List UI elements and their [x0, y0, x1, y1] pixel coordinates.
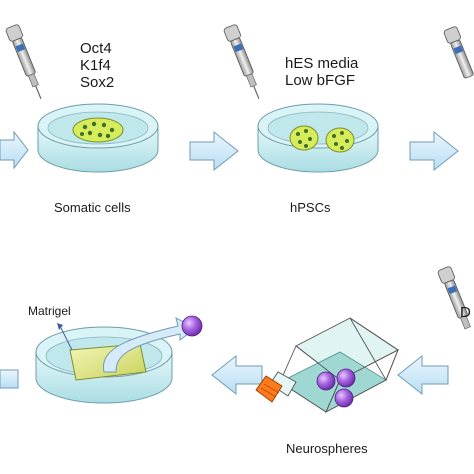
culture-flask: [269, 317, 399, 414]
petri-dish-somatic: [37, 103, 159, 173]
ips-colony-left: [289, 125, 319, 151]
flask-cap: [255, 375, 283, 403]
somatic-cells-label: Somatic cells: [54, 200, 131, 215]
flow-arrow-4: [397, 354, 449, 396]
flow-arrow-1: [189, 130, 239, 172]
flow-arrow-left-bottom: [0, 369, 19, 389]
neurosphere: [316, 371, 336, 391]
factor-label-sox2: Sox2: [80, 74, 115, 91]
hpscs-label: hPSCs: [290, 200, 331, 215]
matrigel-label: Matrigel: [28, 304, 71, 318]
factor-label-k1f4: K1f4: [80, 57, 111, 74]
pipette-icon: [443, 26, 474, 79]
flow-arrow-2: [409, 130, 459, 172]
cell-colony: [72, 117, 124, 143]
neurosphere: [181, 315, 203, 337]
neurosphere: [336, 368, 356, 388]
cropped-step-label: D: [460, 304, 471, 321]
media-label-bfgf: Low bFGF: [285, 72, 356, 89]
pipette-icon: [5, 24, 42, 100]
pipette-icon: [223, 24, 260, 100]
pipette-icon: [437, 266, 471, 330]
flow-arrow-left-top: [0, 130, 29, 170]
ips-colony-right: [325, 127, 355, 153]
flow-arrow-3: [211, 354, 263, 396]
pointer-line: [59, 325, 73, 351]
neurosphere: [334, 388, 354, 408]
media-label-hes: hES media: [285, 55, 359, 72]
neurospheres-label: Neurospheres: [286, 441, 368, 456]
factor-label-oct4: Oct4: [80, 40, 112, 57]
